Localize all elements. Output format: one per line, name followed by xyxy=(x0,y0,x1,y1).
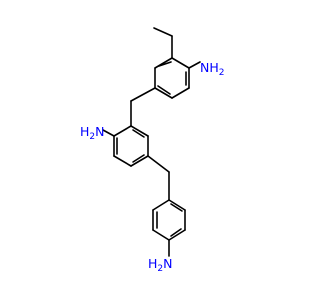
molecule-canvas: NH2 H2N H2N xyxy=(80,27,225,274)
bond-bridge-2a xyxy=(147,155,170,173)
double-bond xyxy=(132,154,145,163)
bond xyxy=(152,199,170,211)
bond xyxy=(113,155,132,167)
bond xyxy=(171,87,190,99)
bond xyxy=(168,229,186,241)
amine-label-bottom: H2N xyxy=(148,256,173,274)
double-bond xyxy=(170,203,183,212)
amine-middle-subscript: 2 xyxy=(89,132,95,142)
ring-top xyxy=(154,57,190,99)
ring-middle xyxy=(113,125,149,167)
bond xyxy=(154,87,173,99)
bond-amine-middle xyxy=(102,129,115,137)
amine-bottom-n: N xyxy=(163,256,172,271)
amine-label-middle: H2N xyxy=(80,124,105,142)
ring-bottom xyxy=(152,199,186,241)
bond-amine-top xyxy=(188,61,201,69)
bond xyxy=(152,229,170,241)
bond xyxy=(171,57,190,69)
amine-bottom-h: H xyxy=(148,256,157,271)
amine-middle-h: H xyxy=(80,124,89,139)
amine-top-text: NH xyxy=(200,60,219,75)
amine-top-subscript: 2 xyxy=(219,68,225,78)
molecule-structure: NH2 H2N H2N xyxy=(80,27,224,274)
double-bond xyxy=(132,129,145,138)
bond xyxy=(130,155,149,167)
amine-middle-n: N xyxy=(95,124,104,139)
amine-label-top: NH2 xyxy=(200,60,224,78)
double-bond xyxy=(157,85,171,95)
bond-bridge-1a xyxy=(130,87,156,102)
double-bond xyxy=(158,61,172,67)
bond xyxy=(113,125,132,137)
amine-bottom-subscript: 2 xyxy=(157,264,163,274)
bond xyxy=(154,57,173,69)
bond xyxy=(168,199,186,211)
bond-ethyl-2 xyxy=(153,27,173,37)
bond xyxy=(130,125,149,137)
double-bond xyxy=(170,228,182,237)
